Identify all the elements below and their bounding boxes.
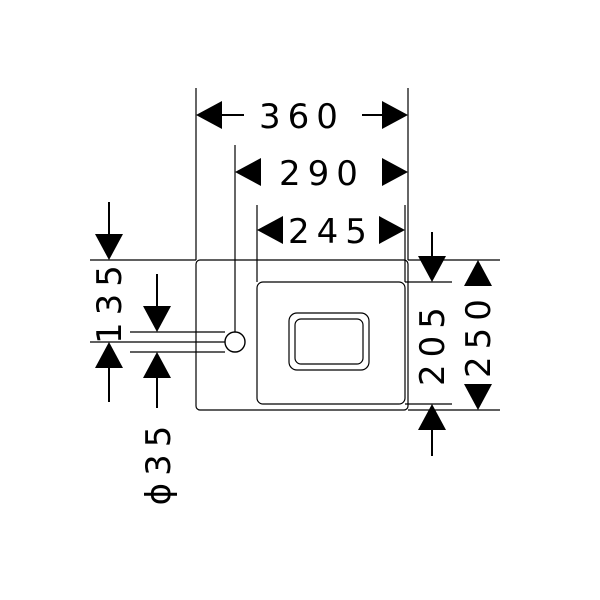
basin-inner-outline <box>256 281 406 405</box>
dimension-label-250: 250 <box>459 292 499 378</box>
dimension-hole-offset: 135 <box>90 202 130 402</box>
arrow-down <box>95 234 123 260</box>
dimension-inner-height: 205 <box>413 232 453 456</box>
dimension-hole-diameter: ϕ35 <box>139 274 179 505</box>
arrow-up <box>95 342 123 368</box>
dimension-label-135: 135 <box>90 258 130 344</box>
dimension-overall-width: 360 <box>196 97 408 137</box>
dimension-label-360: 360 <box>259 97 345 137</box>
arrow-left <box>196 101 222 129</box>
arrow-down <box>464 384 492 410</box>
arrow-right <box>382 101 408 129</box>
arrow-up <box>464 260 492 286</box>
dimension-label-290: 290 <box>279 154 365 194</box>
arrow-up <box>143 352 171 378</box>
dimension-overall-height: 250 <box>459 260 499 410</box>
dimension-label-205: 205 <box>413 300 453 386</box>
arrow-left <box>257 216 283 244</box>
basin-outline <box>195 259 409 411</box>
dimension-label-245: 245 <box>288 212 374 252</box>
dimension-pitch-width: 290 <box>235 154 408 194</box>
tap-hole <box>224 331 246 353</box>
drain-outer <box>288 312 370 371</box>
arrow-right <box>379 216 405 244</box>
drain-inner <box>294 318 364 365</box>
dimension-inner-width: 245 <box>257 212 405 252</box>
dimension-label-diameter-35: ϕ35 <box>139 419 179 506</box>
extension-lines <box>90 88 500 411</box>
arrow-down <box>418 256 446 282</box>
basin-body <box>195 259 409 411</box>
arrow-left <box>235 158 261 186</box>
arrow-right <box>382 158 408 186</box>
arrow-down <box>143 306 171 332</box>
arrow-up <box>418 404 446 430</box>
